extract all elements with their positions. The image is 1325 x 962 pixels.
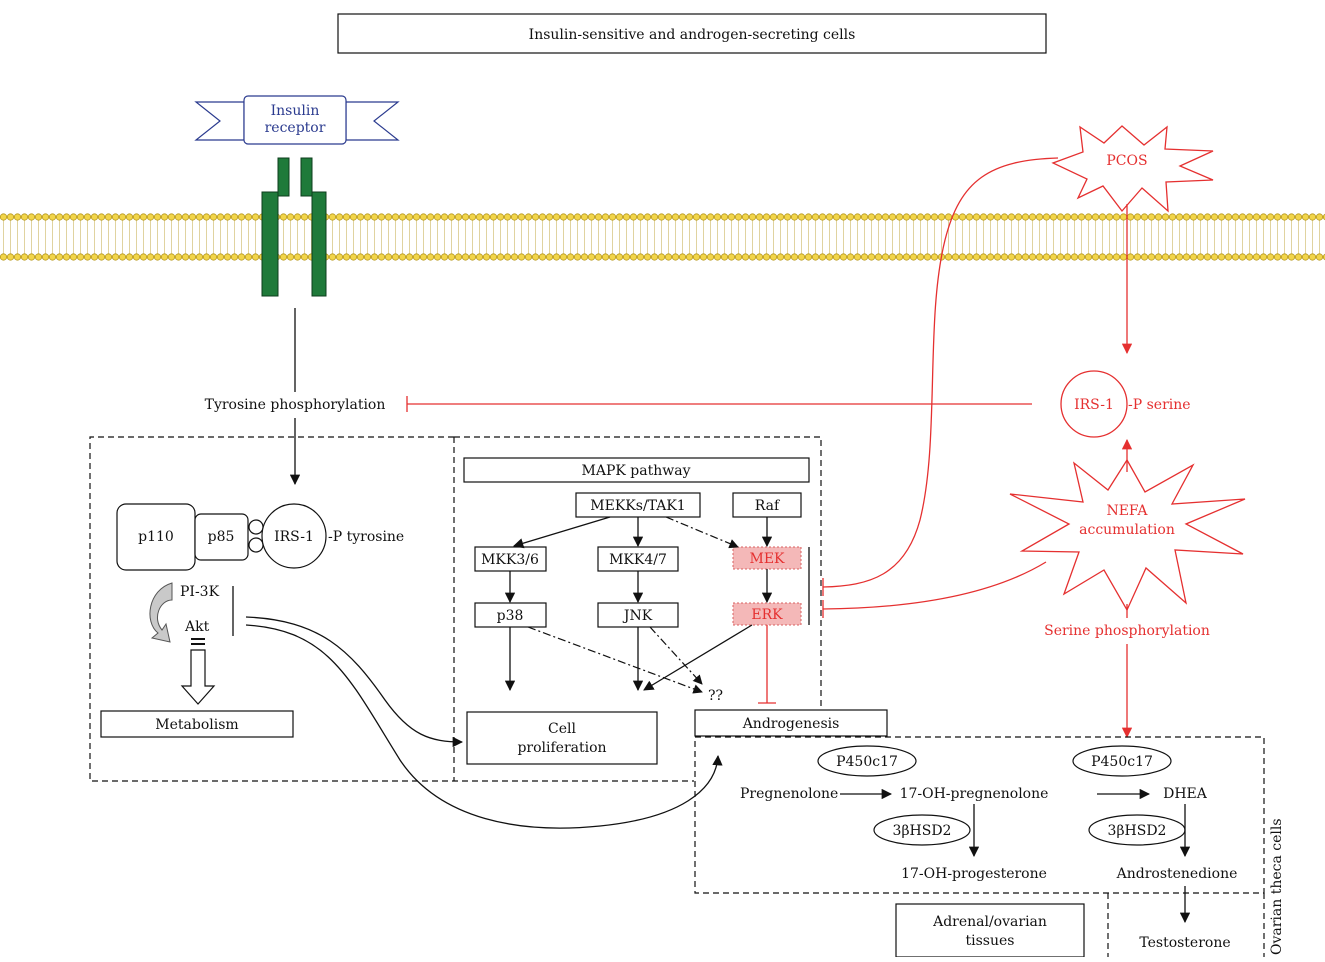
sh2-domain-bottom bbox=[248, 537, 264, 553]
p85-label: p85 bbox=[208, 529, 235, 545]
mkk47-label: MKK4/7 bbox=[609, 552, 667, 568]
diagram-title: Insulin-sensitive and androgen-secreting… bbox=[529, 27, 856, 43]
p38-to-unknown-arrow bbox=[527, 626, 703, 694]
p85-box bbox=[194, 513, 249, 561]
ovarian-theca-label: Ovarian theca cells bbox=[1269, 818, 1285, 955]
mek-label: MEK bbox=[749, 551, 785, 567]
raf-label: Raf bbox=[755, 498, 781, 514]
p450-b-label: P450c17 bbox=[1091, 754, 1153, 770]
androgenesis-label: Androgenesis bbox=[742, 716, 840, 732]
adrenal-label-1: Adrenal/ovarian bbox=[932, 914, 1047, 930]
mekks-to-mek-arrow bbox=[665, 516, 739, 549]
p-tyrosine-label: -P tyrosine bbox=[328, 529, 404, 545]
erk-label: ERK bbox=[751, 607, 783, 623]
dhea-label: DHEA bbox=[1163, 786, 1208, 802]
oh-progesterone-label: 17-OH-progesterone bbox=[901, 866, 1047, 882]
cell-proliferation-label-1: Cell bbox=[548, 721, 576, 737]
insulin-receptor-label-2: receptor bbox=[265, 120, 326, 136]
nefa-label-1: NEFA bbox=[1106, 503, 1148, 519]
cell-proliferation-box bbox=[466, 711, 658, 765]
testosterone-dashed-region bbox=[1107, 893, 1265, 957]
mkk36-box bbox=[474, 546, 547, 572]
curved-arrow-icon bbox=[149, 582, 173, 643]
akt-label: Akt bbox=[184, 619, 210, 635]
pi3k-label: PI-3K bbox=[180, 584, 220, 600]
title-box bbox=[337, 13, 1047, 54]
insulin-receptor-icon bbox=[261, 157, 327, 297]
oh-pregnenolone-label: 17-OH-pregnenolone bbox=[900, 786, 1049, 802]
erk-to-proliferation-arrow bbox=[643, 624, 753, 691]
serine-phosphorylation-label: Serine phosphorylation bbox=[1044, 623, 1210, 639]
sh2-domain-top bbox=[248, 519, 264, 535]
irs1-serine-label: IRS-1 bbox=[1074, 397, 1114, 413]
cell-membrane bbox=[0, 213, 1325, 261]
mapk-pathway-box bbox=[463, 457, 810, 483]
irs1-serine-circle bbox=[1060, 370, 1128, 438]
nefa-label-2: accumulation bbox=[1079, 522, 1175, 538]
androstenedione-label: Androstenedione bbox=[1116, 866, 1238, 882]
p450-a-label: P450c17 bbox=[836, 754, 898, 770]
unknown-label: ?? bbox=[708, 688, 723, 704]
mapk-pathway-label: MAPK pathway bbox=[582, 463, 691, 479]
p110-label: p110 bbox=[138, 529, 174, 545]
p38-label: p38 bbox=[497, 608, 524, 624]
pcos-label: PCOS bbox=[1106, 153, 1147, 169]
hsd-a-label: 3βHSD2 bbox=[893, 823, 952, 839]
mkk36-label: MKK3/6 bbox=[481, 552, 539, 568]
adrenal-box bbox=[895, 903, 1085, 958]
pcos-burst-icon bbox=[1051, 125, 1214, 213]
akt-to-proliferation-curve bbox=[245, 616, 464, 748]
testosterone-label: Testosterone bbox=[1139, 935, 1230, 951]
metabolism-box bbox=[100, 710, 294, 738]
p-serine-label: -P serine bbox=[1128, 397, 1191, 413]
raf-box bbox=[732, 492, 802, 518]
mapk-dashed-region bbox=[453, 436, 822, 781]
hsd-a-ellipse bbox=[873, 814, 971, 846]
hsd-b-label: 3βHSD2 bbox=[1108, 823, 1167, 839]
androgenesis-box bbox=[694, 709, 888, 737]
mekks-box bbox=[575, 492, 701, 518]
theca-dashed-region bbox=[694, 736, 1265, 894]
insulin-receptor-label-1: Insulin bbox=[271, 103, 320, 119]
adrenal-label-2: tissues bbox=[966, 933, 1015, 949]
tyrosine-phosphorylation: Tyrosine phosphorylation bbox=[205, 397, 386, 413]
left-dashed-region bbox=[89, 436, 694, 782]
akt-to-androgenesis-curve bbox=[245, 624, 723, 829]
akt-to-metabolism-arrow bbox=[180, 638, 216, 705]
p450-a-ellipse bbox=[817, 745, 917, 777]
pcos-to-mek-curve bbox=[822, 157, 1059, 588]
nefa-to-erk-curve bbox=[822, 561, 1047, 610]
irs1-label: IRS-1 bbox=[274, 529, 314, 545]
mekks-to-mkk36-arrow bbox=[513, 516, 611, 549]
insulin-receptor-ribbon-icon bbox=[194, 95, 400, 145]
mkk47-box bbox=[597, 546, 679, 572]
jnk-label: JNK bbox=[622, 608, 653, 624]
mekks-label: MEKKs/TAK1 bbox=[590, 498, 685, 514]
p450-b-ellipse bbox=[1072, 745, 1172, 777]
pregnenolone-label: Pregnenolone bbox=[740, 786, 838, 802]
metabolism-label: Metabolism bbox=[155, 717, 238, 733]
jnk-to-unknown-arrow bbox=[649, 626, 703, 685]
irs1-circle bbox=[261, 503, 327, 569]
cell-proliferation-label-2: proliferation bbox=[517, 740, 606, 756]
